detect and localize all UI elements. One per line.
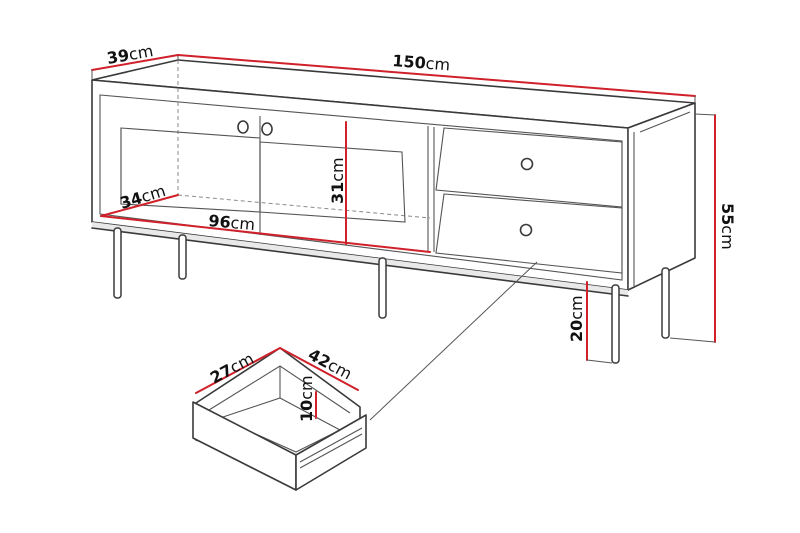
- label-inner-width: 96cm: [208, 211, 256, 234]
- leg-front-right: [611, 284, 620, 364]
- door-knob-icon: [261, 122, 273, 136]
- cabinet-right-side: [627, 102, 696, 291]
- detail-leader-line: [369, 261, 538, 421]
- label-leg-height: 20cm: [567, 295, 586, 342]
- leg-back-left: [178, 234, 187, 280]
- label-drawer-height: 10cm: [297, 375, 316, 422]
- label-inner-height: 31cm: [328, 157, 347, 204]
- dimension-lines: [91, 54, 716, 364]
- legs: [113, 227, 670, 364]
- upper-drawer: [435, 127, 623, 208]
- drawer-detail: [192, 347, 367, 491]
- label-height: 55cm: [718, 203, 737, 250]
- label-inner-depth: 34cm: [118, 181, 168, 213]
- drawer-knob-icon: [519, 223, 533, 237]
- label-width: 150cm: [392, 51, 451, 74]
- leg-front-left: [113, 227, 122, 299]
- label-depth: 39cm: [105, 41, 154, 68]
- lower-drawer: [435, 193, 623, 274]
- door-knob-icon: [237, 120, 249, 134]
- leg-back-right: [661, 267, 670, 339]
- leg-front-middle: [378, 257, 387, 319]
- drawer-knob-icon: [520, 157, 534, 171]
